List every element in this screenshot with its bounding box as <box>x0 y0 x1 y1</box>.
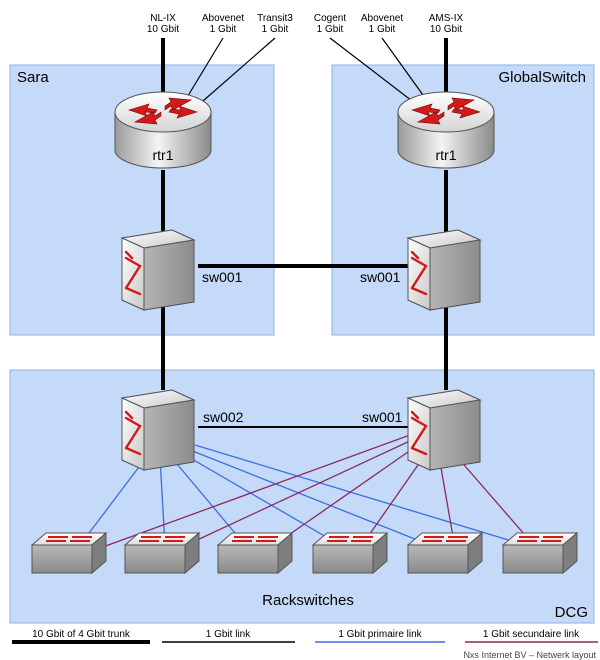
secondary-links <box>99 434 526 549</box>
legend-label-1gbit: 1 Gbit link <box>206 629 251 640</box>
legend-label-trunk: 10 Gbit of 4 Gbit trunk <box>32 629 131 640</box>
router-sara-label: rtr1 <box>153 147 174 163</box>
uplink-name-3: Transit3 <box>257 13 293 24</box>
link-transit3 <box>194 37 276 109</box>
switch-arrows-icon <box>124 410 142 456</box>
switch-arrows-icon <box>124 250 142 296</box>
switch-dcg-sw001 <box>406 389 482 471</box>
uplink-speed-4: 1 Gbit <box>317 24 344 35</box>
uplink-speed-6: 10 Gbit <box>430 24 462 35</box>
primary-link-6 <box>194 444 526 546</box>
primary-link-3 <box>171 457 246 546</box>
uplink-name-5: Abovenet <box>361 13 403 24</box>
uplink-speed-3: 1 Gbit <box>262 24 289 35</box>
link-abovenet-gs <box>381 37 429 103</box>
primary-link-2 <box>159 457 166 546</box>
rackswitches-label: Rackswitches <box>262 592 354 609</box>
uplink-speed-1: 10 Gbit <box>147 24 179 35</box>
secondary-link-4 <box>359 454 426 549</box>
upstream-links <box>161 37 448 109</box>
switch-sara-label: sw001 <box>202 269 243 285</box>
switch-dcg-sw002 <box>120 389 196 471</box>
router-sara <box>114 91 212 169</box>
secondary-link-2 <box>179 439 413 549</box>
zone-label-sara: Sara <box>17 69 49 86</box>
primary-link-4 <box>184 454 341 546</box>
rackswitch-arrows-icon <box>517 536 563 542</box>
primary-link-1 <box>79 454 149 546</box>
rackswitch-4 <box>311 531 389 575</box>
secondary-link-1 <box>99 434 411 549</box>
rackswitch-arrows-icon <box>46 536 92 542</box>
rackswitch-arrows-icon <box>422 536 468 542</box>
rackswitch-5 <box>406 531 484 575</box>
secondary-link-3 <box>269 444 419 549</box>
link-cogent <box>329 37 417 105</box>
router-arrows-icon <box>411 97 481 125</box>
uplink-speed-2: 1 Gbit <box>210 24 237 35</box>
switch-globalswitch <box>406 229 482 311</box>
switch-arrows-icon <box>410 250 428 296</box>
rackswitch-arrows-icon <box>232 536 278 542</box>
switch-arrows-icon <box>410 410 428 456</box>
router-globalswitch-label: rtr1 <box>436 147 457 163</box>
legend: 10 Gbit of 4 Gbit trunk 1 Gbit link 1 Gb… <box>12 629 598 644</box>
rackswitch-1 <box>30 531 108 575</box>
router-arrows-icon <box>128 97 198 125</box>
rackswitch-6 <box>501 531 579 575</box>
rackswitch-arrows-icon <box>139 536 185 542</box>
secondary-link-6 <box>457 457 526 536</box>
router-globalswitch <box>397 91 495 169</box>
uplink-name-2: Abovenet <box>202 13 244 24</box>
zone-dcg <box>9 369 595 624</box>
switch-dcg-sw002-label: sw002 <box>203 409 244 425</box>
rackswitch-3 <box>216 531 294 575</box>
switch-sara <box>120 229 196 311</box>
rackswitch-2 <box>123 531 201 575</box>
zone-label-globalswitch: GlobalSwitch <box>498 69 586 86</box>
legend-label-secondary: 1 Gbit secundaire link <box>483 629 580 640</box>
link-abovenet-sara <box>182 37 224 105</box>
switch-dcg-sw001-label: sw001 <box>362 409 403 425</box>
uplink-speed-5: 1 Gbit <box>369 24 396 35</box>
rackswitch-arrows-icon <box>327 536 373 542</box>
footer-caption: Nxs Internet BV – Netwerk layout <box>463 650 596 660</box>
uplink-labels: NL-IX 10 Gbit Abovenet 1 Gbit Transit3 1… <box>147 13 464 35</box>
uplink-name-1: NL-IX <box>150 13 176 24</box>
primary-links <box>79 444 526 546</box>
zone-label-dcg: DCG <box>555 604 588 621</box>
legend-label-primary: 1 Gbit primaire link <box>338 629 422 640</box>
uplink-name-4: Cogent <box>314 13 346 24</box>
primary-link-5 <box>189 449 431 546</box>
uplink-name-6: AMS-IX <box>429 13 464 24</box>
switch-globalswitch-label: sw001 <box>360 269 401 285</box>
trunk-links <box>161 170 448 428</box>
